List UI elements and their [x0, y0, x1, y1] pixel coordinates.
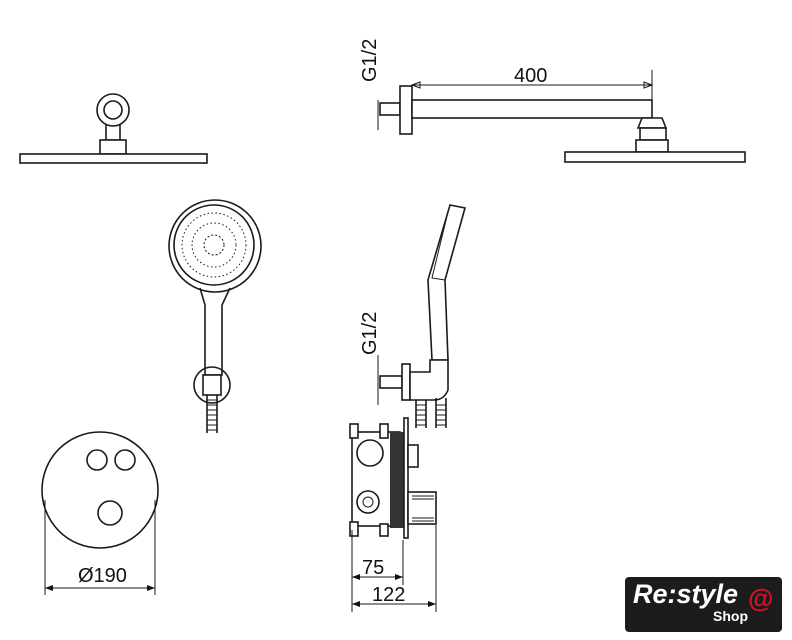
dim-plate-diameter: Ø190	[78, 565, 127, 587]
rain-shower-front-view	[19, 93, 208, 164]
logo-main-text: Re:style	[633, 579, 739, 609]
logo-cart-icon: @	[748, 583, 774, 613]
dim-box-depth-min: 75	[362, 557, 384, 579]
hand-shower-side-view	[377, 204, 467, 428]
logo-sub-text: Shop	[713, 608, 748, 624]
hand-shower-front-view	[168, 199, 262, 433]
restyle-shop-logo: Re:style Shop @	[625, 577, 782, 632]
dim-hand-inlet: G1/2	[359, 312, 381, 355]
dim-top-inlet: G1/2	[359, 39, 381, 82]
concealed-box-side-view	[349, 417, 437, 612]
shower-arm-side-view	[377, 70, 746, 163]
dim-box-depth-max: 122	[372, 584, 405, 606]
mixer-plate-front-view	[41, 431, 159, 595]
dim-arm-length: 400	[514, 65, 547, 87]
